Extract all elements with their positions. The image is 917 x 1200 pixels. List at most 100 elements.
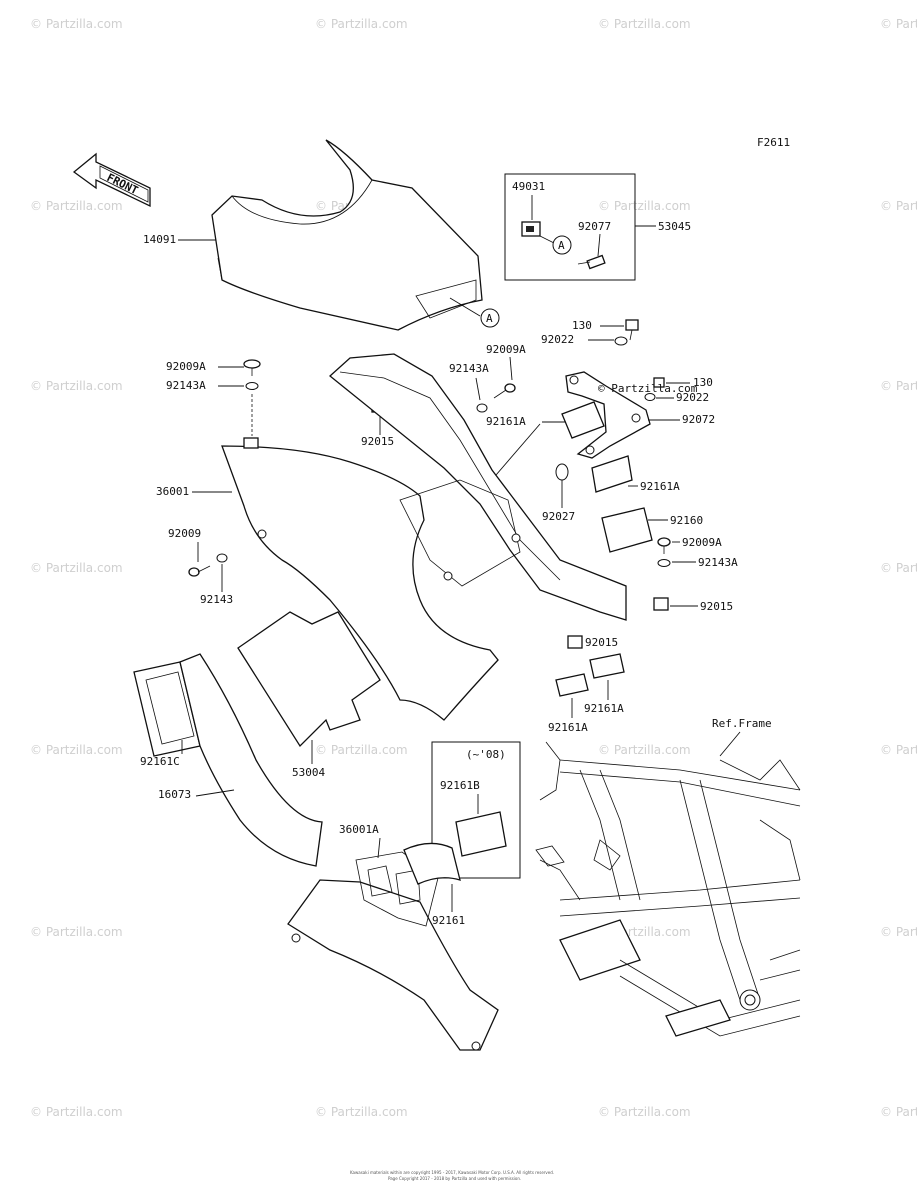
- watermark: © Partzilla.com: [598, 199, 691, 213]
- part-label-92161A: 92161A: [486, 415, 526, 428]
- watermark: © Partzilla.com: [880, 379, 917, 393]
- part-label-92161C: 92161C: [140, 755, 180, 768]
- leader-line: [597, 233, 601, 257]
- decal-92161A: [591, 455, 633, 493]
- leader-line: [377, 837, 381, 859]
- leader-line: [509, 356, 513, 381]
- pad-53004: [237, 611, 381, 748]
- clip-49031-icon: [521, 221, 541, 237]
- watermark: © Partzilla.com: [598, 382, 698, 395]
- watermark: © Partzilla.com: [598, 1105, 691, 1119]
- part-label-92161: 92161: [432, 914, 465, 927]
- part-label-92015: 92015: [700, 600, 733, 613]
- callout-a-circle: [552, 235, 572, 255]
- part-label-16073: 16073: [158, 788, 191, 801]
- part-label-49031: 49031: [512, 180, 545, 193]
- copyright-text: Kawasaki materials within are copyright …: [350, 1170, 554, 1175]
- callout-a-circle: [480, 308, 500, 328]
- bracket-92072: [565, 371, 651, 459]
- leader-line: [449, 297, 481, 317]
- decal-92161C-inner: [145, 671, 195, 745]
- washer-92022-icon: [614, 336, 628, 346]
- ref-frame-label: Ref.Frame: [712, 717, 772, 730]
- callout-a-label: A: [486, 312, 493, 325]
- part-label-92161A: 92161A: [640, 480, 680, 493]
- watermark: © Partzilla.com: [880, 925, 917, 939]
- watermark: © Partzilla.com: [598, 743, 691, 757]
- part-label-92015: 92015: [585, 636, 618, 649]
- decal-92160: [601, 507, 653, 553]
- watermark: © Partzilla.com: [30, 1105, 123, 1119]
- leader-line: [719, 731, 741, 757]
- grommet-92027-icon: [555, 463, 569, 481]
- watermark: © Partzilla.com: [30, 561, 123, 575]
- part-label-92009: 92009: [168, 527, 201, 540]
- part-label-92161B: 92161B: [440, 779, 480, 792]
- clip-92015-icon: [653, 597, 669, 611]
- part-label-92143A: 92143A: [166, 379, 206, 392]
- part-label-92009A: 92009A: [166, 360, 206, 373]
- decal-92161A: [589, 653, 625, 679]
- part-label-92161A: 92161A: [584, 702, 624, 715]
- part-label-14091: 14091: [143, 233, 176, 246]
- watermark: © Partzilla.com: [30, 925, 123, 939]
- washer-92143A-icon: [245, 382, 259, 390]
- variant-box: [431, 741, 521, 879]
- part-label-92022: 92022: [676, 391, 709, 404]
- watermark: © Partzilla.com: [30, 17, 123, 31]
- watermark: © Partzilla.com: [880, 17, 917, 31]
- washer-92143-icon: [216, 553, 228, 563]
- decal-92161A: [555, 673, 589, 697]
- watermark-layer: © Partzilla.com © Partzilla.com © Partzi…: [30, 17, 917, 1119]
- callout-a-label: A: [558, 239, 565, 252]
- part-label-92143A: 92143A: [449, 362, 489, 375]
- watermark: © Partzilla.com: [30, 379, 123, 393]
- part-label-92161A: 92161A: [548, 721, 588, 734]
- decal-92161A: [561, 401, 605, 439]
- rivet-92009A-icon: [493, 383, 516, 399]
- watermark: © Partzilla.com: [315, 1105, 408, 1119]
- screw-92077-icon: [577, 254, 606, 270]
- part-label-92009A: 92009A: [486, 343, 526, 356]
- part-label-92027: 92027: [542, 510, 575, 523]
- watermark: © Partzilla.com: [315, 17, 408, 31]
- part-label-92022: 92022: [541, 333, 574, 346]
- clip-92015-icon: [567, 635, 583, 649]
- part-label-53004: 53004: [292, 766, 325, 779]
- watermark: © Partzilla.com: [315, 743, 408, 757]
- bolt-130-icon: [653, 377, 665, 388]
- variant-note: (~'08): [466, 748, 506, 761]
- diagram-id: F2611: [757, 136, 790, 149]
- inset-box-53045: [504, 173, 636, 281]
- washer-92143A-icon: [476, 403, 488, 413]
- part-36001A-lower-cover: [287, 851, 499, 1051]
- screw-92009-icon: [188, 565, 211, 577]
- frame-reference: [535, 741, 801, 1037]
- watermark: © Partzilla.com: [880, 743, 917, 757]
- washer-92022-icon: [644, 393, 656, 401]
- part-label-92009A: 92009A: [682, 536, 722, 549]
- part-label-92143A: 92143A: [698, 556, 738, 569]
- bolt-130-icon: [625, 319, 639, 341]
- part-label-130: 130: [693, 376, 713, 389]
- part-label-36001: 36001: [156, 485, 189, 498]
- part-14091-cover: [211, 139, 483, 331]
- decal-92161: [403, 842, 461, 885]
- part-label-92143: 92143: [200, 593, 233, 606]
- watermark: © Partzilla.com: [880, 561, 917, 575]
- leader-line: [475, 377, 481, 401]
- part-label-92077: 92077: [578, 220, 611, 233]
- watermark: © Partzilla.com: [880, 1105, 917, 1119]
- rivet-92009A-icon: [243, 359, 261, 376]
- watermark: © Partzilla.com: [598, 17, 691, 31]
- part-36001-side-cover: [221, 353, 627, 721]
- part-label-92160: 92160: [670, 514, 703, 527]
- rivet-92009A-icon: [657, 537, 671, 554]
- copyright-text-2: Page Copyright 2017 - 2018 by Partzilla …: [388, 1176, 521, 1181]
- part-label-130: 130: [572, 319, 592, 332]
- part-label-53045: 53045: [658, 220, 691, 233]
- leader-line: [489, 423, 541, 483]
- watermark: © Partzilla.com: [30, 199, 123, 213]
- part-label-92015: 92015: [361, 435, 394, 448]
